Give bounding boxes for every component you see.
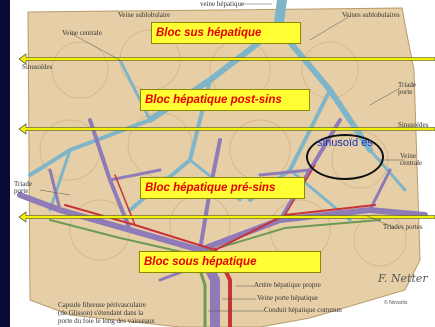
bloc-pre-sinusoidal: Bloc hépatique pré-sins: [140, 177, 305, 199]
label-artere-hepatique: Artère hépatique propre: [254, 282, 321, 289]
bloc-post-sinusoidal: Bloc hépatique post-sins: [140, 89, 310, 111]
label-veine-hepatique: veine hépatique: [200, 1, 244, 8]
sinusoid-label: sinusoïd es: [306, 137, 384, 149]
bloc-sous-hepatique: Bloc sous hépatique: [139, 251, 321, 273]
label-triade-porte-right: Triade porte: [398, 82, 432, 96]
copyright-notice: © Novartis: [384, 300, 407, 306]
netter-signature: F. Netter: [378, 272, 428, 285]
label-sinusoides-left: Sinusoïdes: [22, 64, 52, 71]
label-veine-centrale-top: Veine centrale: [62, 30, 102, 37]
label-conduit-hepatique: Conduit hépatique commun: [264, 307, 342, 314]
bloc-sus-hepatique: Bloc sus hépatique: [151, 22, 301, 44]
label-triade-porte-left: Triade porte: [14, 181, 38, 195]
label-veine-porte: Veine porte hépatique: [257, 295, 318, 302]
label-veine-centrale-right: Veine centrale: [400, 153, 434, 167]
slide-left-bar: [0, 0, 10, 327]
label-veines-sublobulaires: Veines sublobulaires: [342, 12, 400, 19]
label-veine-sublobulaire: Veine sublobulaire: [118, 12, 170, 19]
label-capsule-line-1: Capsule fibreuse périvasculaire: [58, 302, 146, 309]
label-capsule-line-2: (de Glisson) s'étendant dans la: [58, 310, 143, 317]
label-sinusoides-right: Sinusoïdes: [398, 122, 428, 129]
label-triades-portes: Triades portes: [383, 224, 423, 231]
label-capsule-line-3: porte du foie le long des vaisseaux: [58, 318, 155, 325]
